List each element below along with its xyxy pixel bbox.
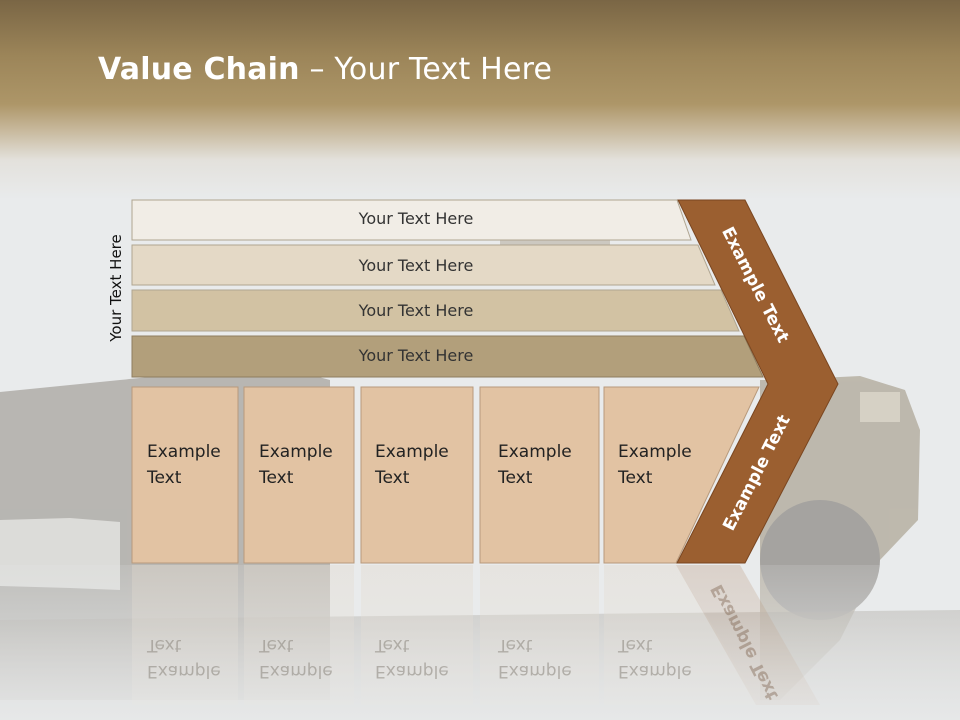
row-label-3: Your Text Here	[358, 301, 474, 320]
title-bold: Value Chain	[98, 52, 300, 87]
side-label: Your Text Here	[107, 234, 125, 342]
box-2	[243, 386, 355, 564]
box-1	[131, 386, 239, 564]
box-5	[603, 386, 760, 564]
value-chevron	[676, 199, 839, 564]
page-title: Value Chain – Your Text Here	[98, 52, 552, 87]
header-band	[0, 0, 960, 200]
row-bar-2	[131, 244, 716, 286]
row-bar-1	[131, 199, 692, 241]
box-4	[479, 386, 600, 564]
row-bar-4	[131, 335, 764, 378]
row-bar-3	[131, 289, 740, 332]
row-label-4: Your Text Here	[358, 346, 474, 365]
row-label-1: Your Text Here	[358, 209, 474, 228]
title-rest: – Your Text Here	[299, 52, 553, 87]
reflection-fade	[0, 565, 960, 720]
box-3	[360, 386, 474, 564]
row-label-2: Your Text Here	[358, 256, 474, 275]
